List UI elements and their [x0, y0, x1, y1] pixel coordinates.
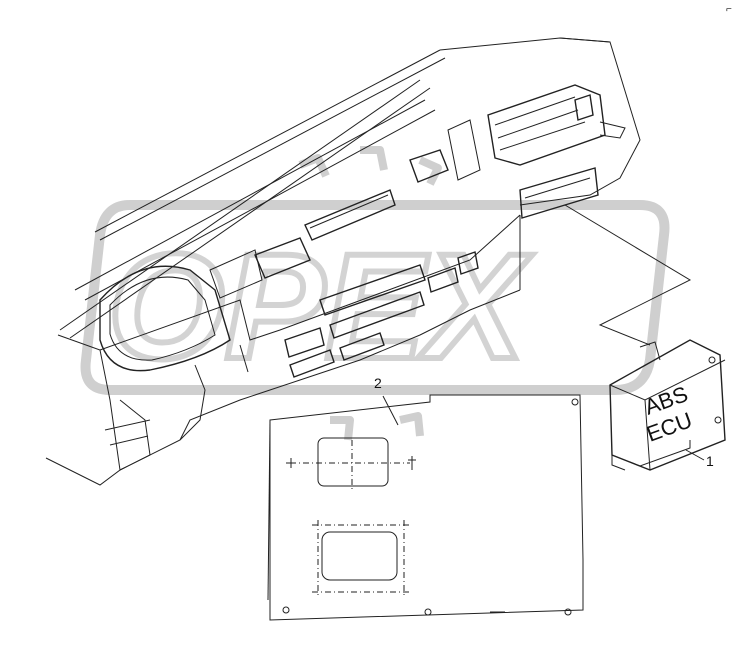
callout-1: 1 [685, 449, 714, 469]
lower-cover-panel [267, 394, 584, 621]
callout-2: 2 [374, 375, 399, 426]
corner-mark: ⌐ [726, 4, 732, 15]
dashboard-assembly [45, 37, 641, 486]
abs-ecu-module: ABS ECU [609, 339, 726, 471]
leader-line-ecu [564, 204, 692, 346]
callout-1-label: 1 [706, 453, 714, 469]
callout-2-label: 2 [374, 375, 382, 391]
